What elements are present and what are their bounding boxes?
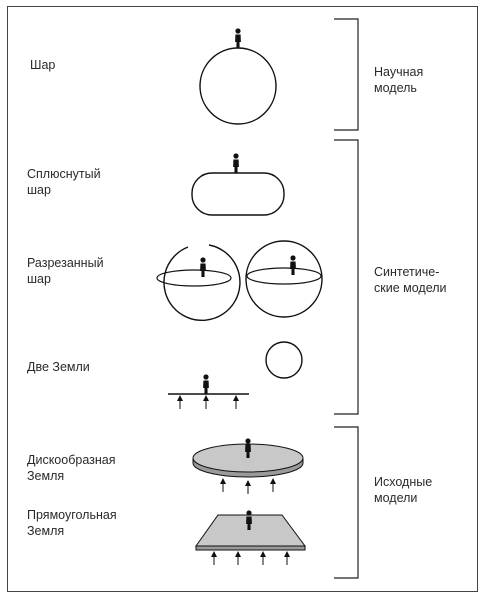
group-label-line: модель — [374, 81, 417, 95]
sky-earth-circle — [265, 341, 303, 379]
diagram-frame — [7, 6, 478, 592]
label-line: Шар — [30, 58, 56, 72]
label-two-earths: Две Земли — [27, 359, 90, 375]
rectangular-earth-model — [195, 510, 306, 565]
label-line: Земля — [27, 469, 65, 483]
label-cut-sphere: Разрезанный шар — [27, 255, 104, 287]
rectangular-earth-side — [195, 545, 306, 551]
person-icon — [203, 374, 209, 394]
group-label-line: модели — [374, 491, 418, 505]
person-icon — [200, 257, 206, 277]
disc-earth-top — [192, 443, 304, 473]
label-line: Сплюснутый — [27, 167, 101, 181]
cut-sphere-model — [156, 240, 323, 322]
label-line: Разрезанный — [27, 256, 104, 270]
flattened-sphere-model — [191, 153, 285, 216]
disc-earth-model — [192, 438, 304, 494]
label-flattened-sphere: Сплюснутый шар — [27, 166, 101, 198]
group-label-line: Научная — [374, 65, 424, 79]
cut-sphere-right-outline — [245, 240, 323, 318]
label-disc-earth: Дискообразная Земля — [27, 452, 116, 484]
label-line: шар — [27, 272, 51, 286]
flattened-sphere-shape — [191, 172, 285, 216]
cut-sphere-right-plane — [246, 267, 322, 285]
label-line: Две Земли — [27, 360, 90, 374]
label-sphere: Шар — [30, 57, 55, 73]
bracket-scientific — [334, 18, 359, 131]
group-label-initial: Исходные модели — [374, 474, 432, 506]
group-label-line: Синтетиче- — [374, 265, 440, 279]
label-rectangular-earth: Прямоугольная Земля — [27, 507, 117, 539]
sphere-shape — [199, 47, 277, 125]
label-line: шар — [27, 183, 51, 197]
sphere-model — [199, 28, 277, 125]
group-label-line: ские модели — [374, 281, 447, 295]
label-line: Дискообразная — [27, 453, 116, 467]
bracket-synthetic — [334, 139, 359, 415]
label-line: Прямоугольная — [27, 508, 117, 522]
bracket-initial — [334, 426, 359, 579]
person-icon — [290, 255, 296, 275]
cut-sphere-left-plane — [156, 269, 232, 287]
person-icon — [233, 153, 239, 173]
group-label-synthetic: Синтетиче- ские модели — [374, 264, 447, 296]
group-label-scientific: Научная модель — [374, 64, 423, 96]
group-label-line: Исходные — [374, 475, 433, 489]
two-earths-model — [168, 341, 303, 409]
label-line: Земля — [27, 524, 65, 538]
person-icon — [235, 28, 241, 48]
cut-sphere-left-outline — [163, 244, 241, 322]
